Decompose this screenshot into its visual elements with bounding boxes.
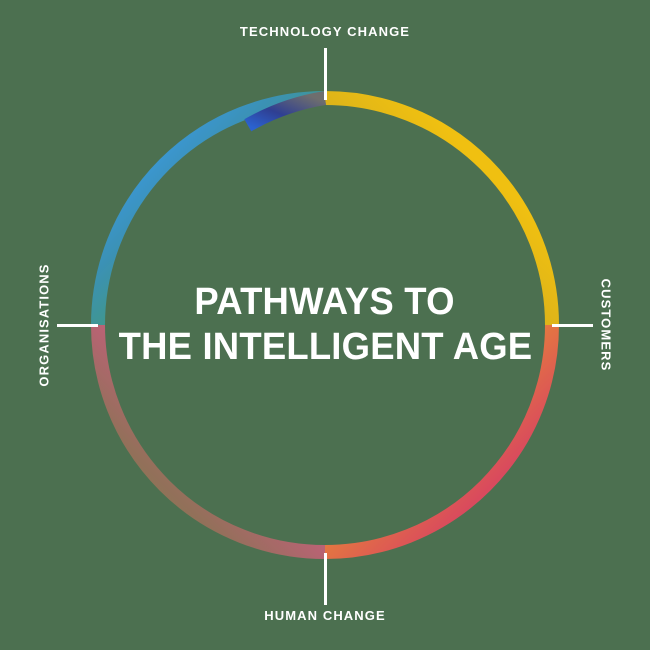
tick-mark-top	[323, 48, 327, 100]
node-label-organisations: ORGANISATIONS	[36, 263, 52, 387]
node-label-customers: CUSTOMERS	[598, 278, 614, 372]
tick-mark-bottom	[323, 553, 327, 605]
ring-arc-top-blend	[244, 91, 327, 132]
node-label-human-change: HUMAN CHANGE	[264, 608, 386, 623]
node-label-technology-change: TECHNOLOGY CHANGE	[239, 24, 411, 39]
ring-arc-bottom-right	[324, 324, 559, 559]
ring-arc-top-left	[91, 91, 326, 326]
tick-mark-right	[552, 323, 593, 327]
ring-arc-bottom-left	[91, 324, 326, 559]
tick-mark-left	[57, 323, 98, 327]
ring-arc-top-right	[324, 91, 559, 326]
